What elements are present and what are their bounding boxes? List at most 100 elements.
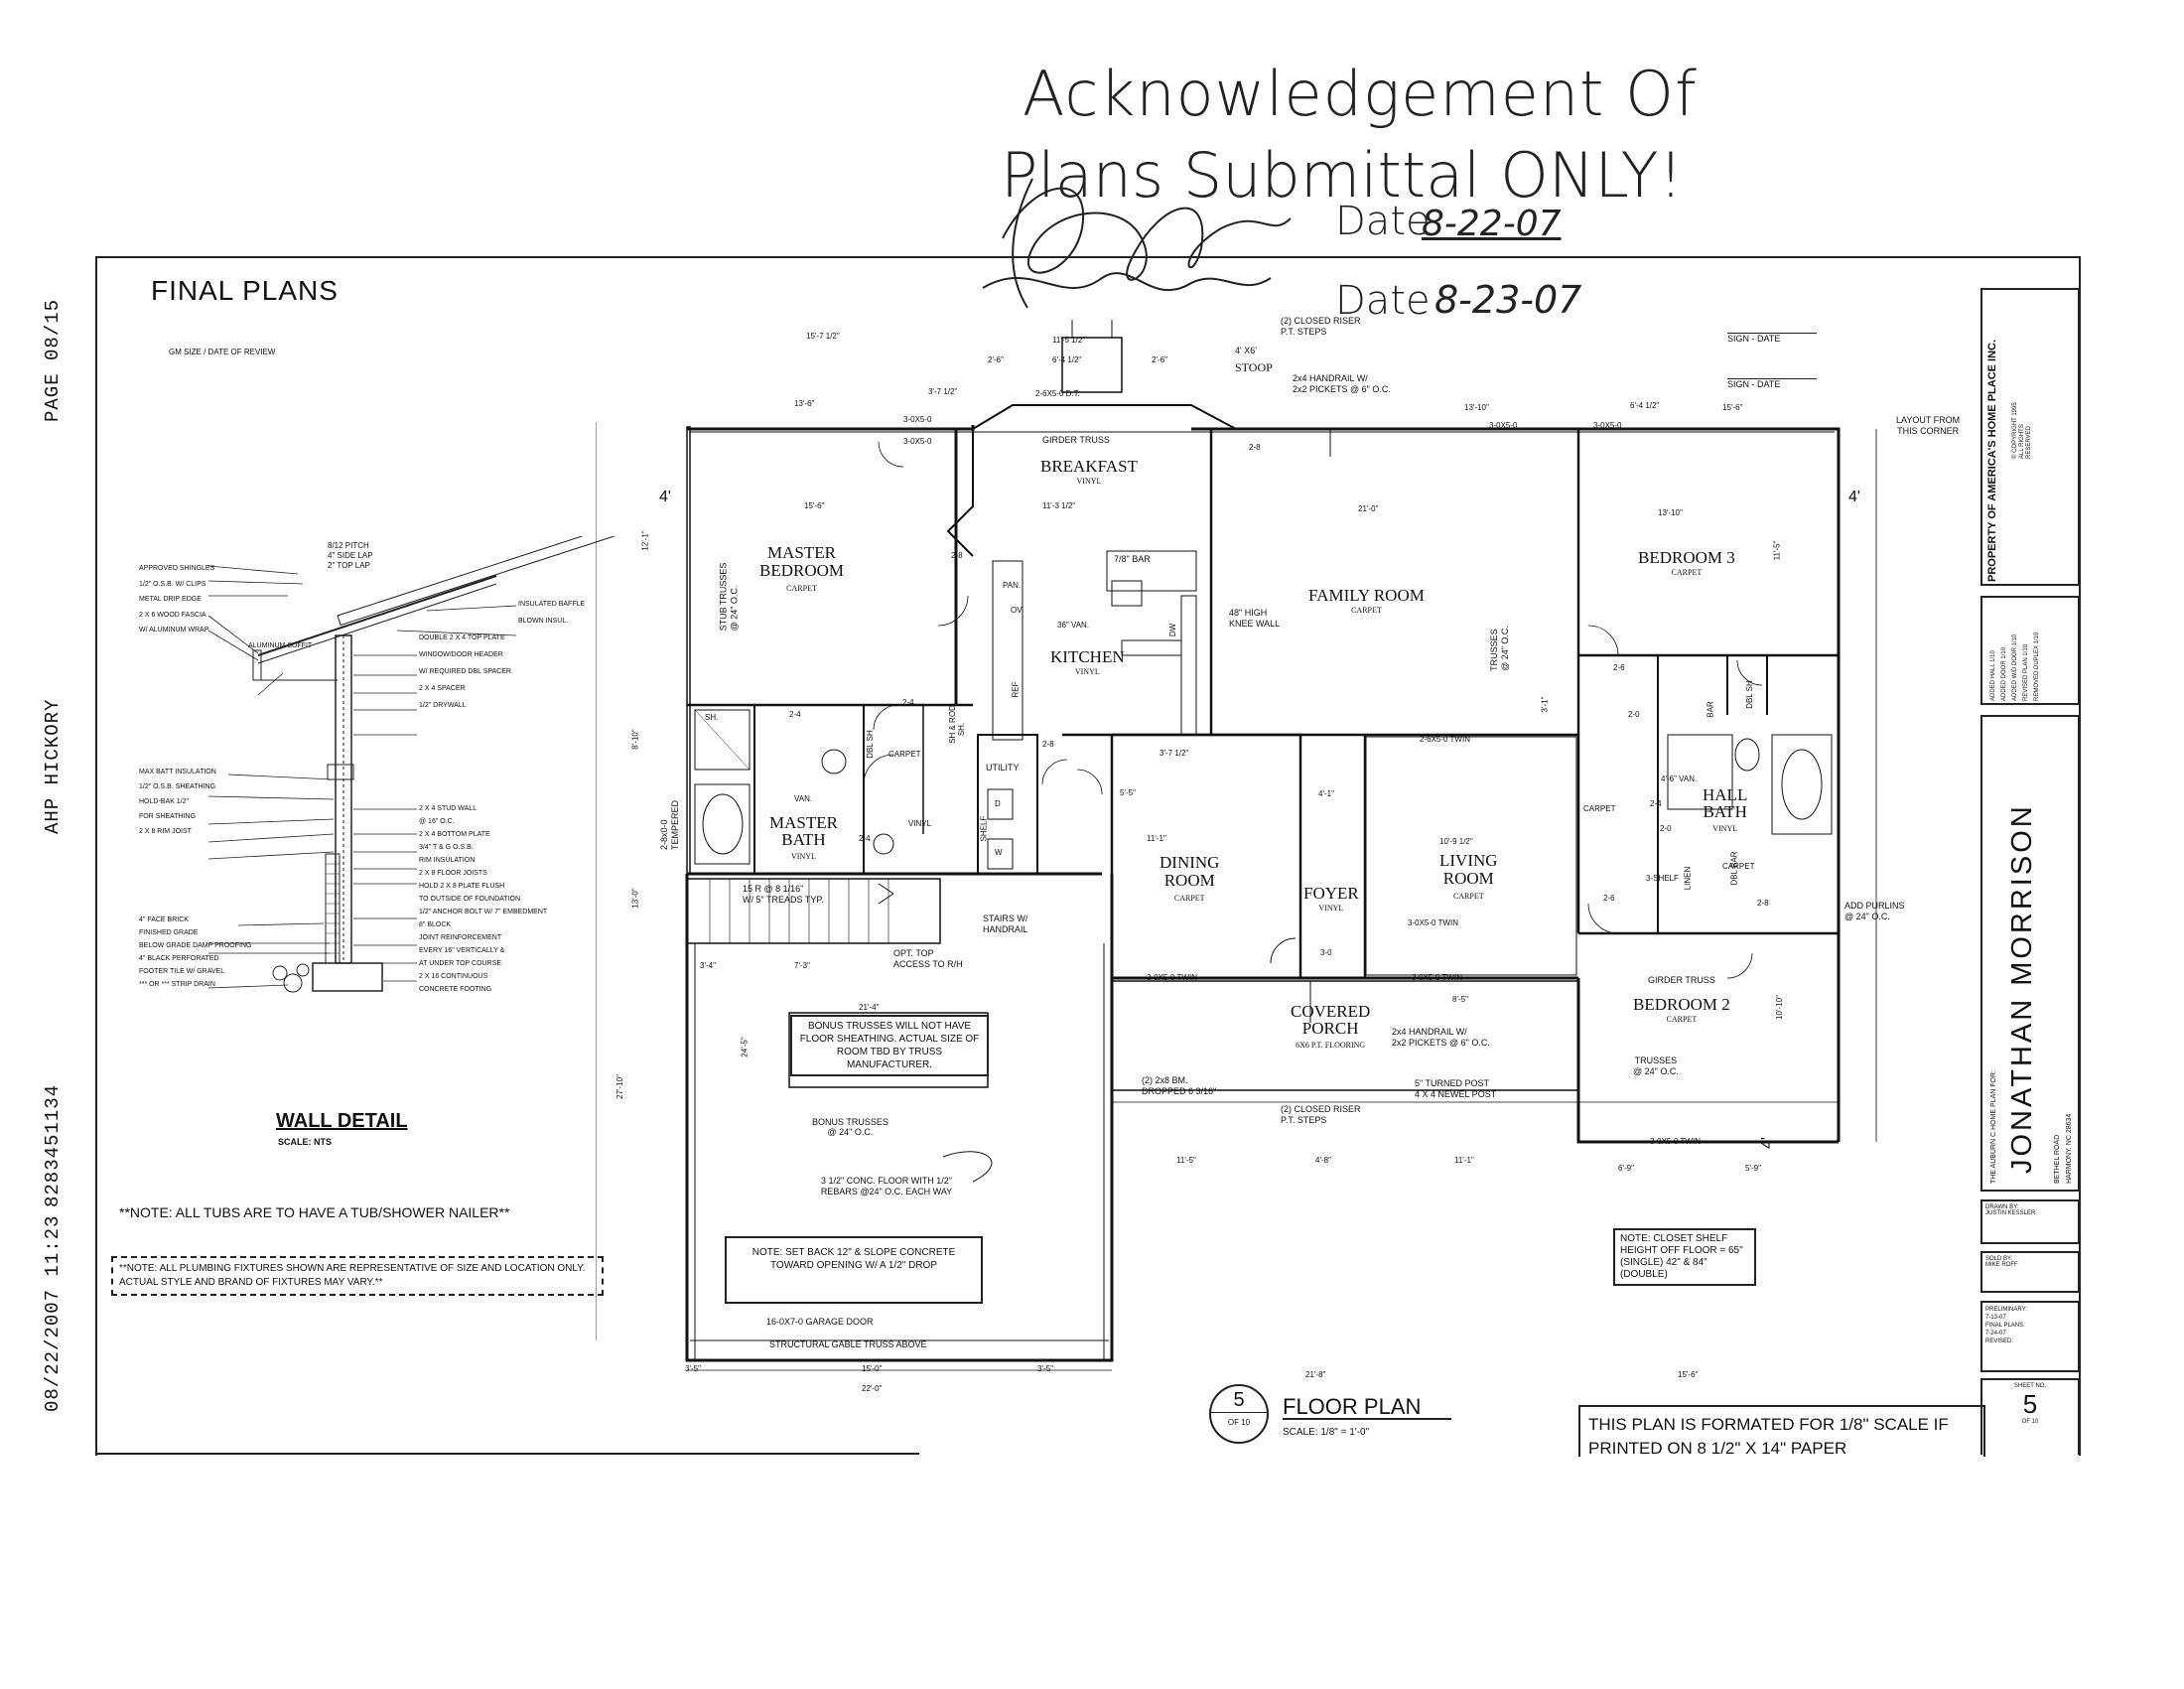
dim-top: 13'-10" xyxy=(1464,403,1489,412)
revision-entry: REMOVED DUPLEX 1/10 xyxy=(2034,632,2040,701)
window-tag: 3-0X5-0 TWIN xyxy=(1147,973,1197,982)
dim-bottom: 22'-0" xyxy=(862,1384,883,1393)
door-tag: 2-8 xyxy=(1757,899,1769,908)
room-stoop: STOOP xyxy=(1235,360,1273,374)
dim-top: 6'-4 1/2" xyxy=(1052,355,1082,364)
floor-plan-title-underline xyxy=(1283,1418,1451,1420)
door-tag: 2-0 xyxy=(1628,710,1640,719)
title-block-dates: PRELIMINARY: 7-13-07 FINAL PLANS: 7-24-0… xyxy=(1980,1301,2080,1372)
title-block-drawn-by: DRAWN BY: JUSTIN KESSLER xyxy=(1980,1199,2080,1244)
wall-label: 1/2" ANCHOR BOLT W/ 7" EMBEDMENT xyxy=(419,909,548,915)
dim-inner: 7'-3" xyxy=(794,961,810,970)
fixture-tag: DBL SH xyxy=(865,730,875,759)
wall-label: BLOWN INSUL. xyxy=(518,618,569,625)
fixture-tag: SH & ROD xyxy=(947,705,957,744)
sheet-bottom-edge xyxy=(95,1453,919,1455)
window-tag: 3-0X5-0 xyxy=(903,437,932,446)
bonus-truss-note: BONUS TRUSSES WILL NOT HAVE FLOOR SHEATH… xyxy=(790,1015,989,1076)
title-block-client: THE AUBURN C HOME PLAN FOR: JONATHAN MOR… xyxy=(1980,715,2080,1192)
stamp-line2: Plans Submittal ONLY! xyxy=(1001,139,1684,211)
callout-stairs: 15 R @ 8 1/16" W/ 5" TREADS TYP. xyxy=(743,884,824,905)
fixture-tag: OV. xyxy=(1011,606,1024,615)
callout-attic-access: OPT. TOP ACCESS TO R/H xyxy=(893,948,963,969)
drawing-sheet xyxy=(95,256,2081,1456)
dim-bottom: 6'-9" xyxy=(1618,1164,1634,1173)
dim-top: 13'-6" xyxy=(794,399,815,408)
dim-inner: 3'-4" xyxy=(700,961,716,970)
title-block-sold-by: SOLD BY: MIKE ROFF xyxy=(1980,1251,2080,1293)
drawn-by-label: DRAWN BY: xyxy=(1985,1204,2019,1210)
dim-bottom: 3'-5" xyxy=(1037,1364,1053,1373)
fixture-tag: REF xyxy=(1011,681,1021,698)
dim-right: 10'-10" xyxy=(1774,995,1784,1020)
wall-label: 4" FACE BRICK xyxy=(139,916,189,923)
door-tag: 2-8 xyxy=(951,551,963,560)
wall-label: FOOTER TILE W/ GRAVEL xyxy=(139,968,225,975)
dim-inner: 10'-9 1/2" xyxy=(1439,837,1473,846)
layout-note: LAYOUT FROM THIS CORNER xyxy=(1896,415,1961,436)
door-tag: 2-8 xyxy=(1249,443,1261,452)
roof-note: 8/12 PITCH xyxy=(328,541,369,550)
floor-plan-title: FLOOR PLAN xyxy=(1283,1394,1422,1419)
wall-label: FOR SHEATHING xyxy=(139,813,197,820)
concrete-floor-note: 3 1/2" CONC. FLOOR WITH 1/2" REBARS @24"… xyxy=(820,1176,953,1196)
wall-label: 2 X 16 CONTINUOUS xyxy=(419,973,488,980)
wall-label: BELOW GRADE DAMP PROOFING xyxy=(139,942,252,949)
wall-label: 4" BLACK PERFORATED xyxy=(139,955,219,962)
callout-stairs-handrail: STAIRS W/ HANDRAIL xyxy=(983,914,1028,934)
wall-label: HOLD 2 X 8 PLATE FLUSH xyxy=(419,883,505,890)
title-block-sheet: SHEET NO. 5 OF 10 xyxy=(1980,1378,2080,1455)
door-tag: 2-4 xyxy=(789,710,801,719)
dim-top: 15'-6" xyxy=(1722,403,1743,412)
wall-label: ALUMINUM SOFFIT xyxy=(248,641,313,649)
wall-label: AT UNDER TOP COURSE xyxy=(419,960,501,967)
fixture-tag: 36" VAN. xyxy=(1057,621,1090,630)
fixture-tag: SH. xyxy=(705,713,719,722)
wall-label: HOLD-BAK 1/2" xyxy=(139,798,189,805)
dim-bottom: 11'-1" xyxy=(1454,1156,1474,1165)
wall-label: 2 X 8 RIM JOIST xyxy=(139,828,192,835)
wall-label: EVERY 16" VERTICALLY & xyxy=(419,947,505,954)
wall-label: WINDOW/DOOR HEADER xyxy=(419,651,503,658)
dim-top: 3'-7 1/2" xyxy=(928,387,958,396)
stamp-line1: Acknowledgement Of xyxy=(1023,58,1698,130)
dim-right: 11'-5" xyxy=(1772,540,1782,561)
dim-left: 27'-10" xyxy=(614,1074,624,1099)
sign-date-1: SIGN - DATE xyxy=(1727,333,1817,344)
revised-label: REVISED: xyxy=(1985,1338,2014,1344)
dim-bottom: 3'-5" xyxy=(685,1364,701,1373)
title-block-property: PROPERTY OF AMERICA'S HOME PLACE INC. © … xyxy=(1980,288,2080,586)
sheet-no-label: SHEET NO. xyxy=(2013,1383,2047,1389)
fixture-tag: 4'-6" VAN. xyxy=(1661,774,1698,783)
fixture-tag: VAN. xyxy=(794,794,813,803)
fixture-tag: CARPET xyxy=(888,750,921,759)
garage-door: 16-0X7-0 GARAGE DOOR xyxy=(766,1317,874,1327)
floor-plan-scale: SCALE: 1/8" = 1'-0" xyxy=(1283,1427,1370,1438)
door-tag: 2-4 xyxy=(1650,799,1662,808)
client-name: JONATHAN MORRISON xyxy=(2006,803,2038,1174)
final-label: FINAL PLANS: xyxy=(1985,1323,2025,1329)
callout-utility: UTILITY xyxy=(986,763,1020,773)
dim-inner: 15'-6" xyxy=(804,501,825,510)
roof-note: 4" SIDE LAP xyxy=(328,551,373,560)
fax-datetime: 08/22/2007 11:23 xyxy=(42,1214,64,1412)
floor-plan-number: 5 xyxy=(1233,1389,1245,1411)
fixture-tag: W xyxy=(995,848,1003,857)
plan-for: THE AUBURN C HOME PLAN FOR: xyxy=(1990,1070,1997,1184)
wall-label: JOINT REINFORCEMENT xyxy=(419,934,502,941)
revision-entry: ADDED DOOR 1/10 xyxy=(2001,646,2007,701)
sold-by-label: SOLD BY: xyxy=(1985,1256,2013,1262)
dim-bottom: 11'-5" xyxy=(1176,1156,1196,1165)
client-city: HARMONY, NC 28634 xyxy=(2066,1113,2073,1184)
bonus-truss-oc: BONUS TRUSSES @ 24" O.C. xyxy=(812,1117,888,1137)
wall-label: 3/4" T & G O.S.B. xyxy=(419,844,474,851)
dim-top: 3-0X5-0 xyxy=(1593,421,1622,430)
sold-by: MIKE ROFF xyxy=(1985,1262,2018,1268)
gable-truss: STRUCTURAL GABLE TRUSS ABOVE xyxy=(769,1339,927,1349)
dim-top: 6'-4 1/2" xyxy=(1630,401,1660,410)
format-note: THIS PLAN IS FORMATED FOR 1/8" SCALE IF … xyxy=(1578,1405,1985,1457)
